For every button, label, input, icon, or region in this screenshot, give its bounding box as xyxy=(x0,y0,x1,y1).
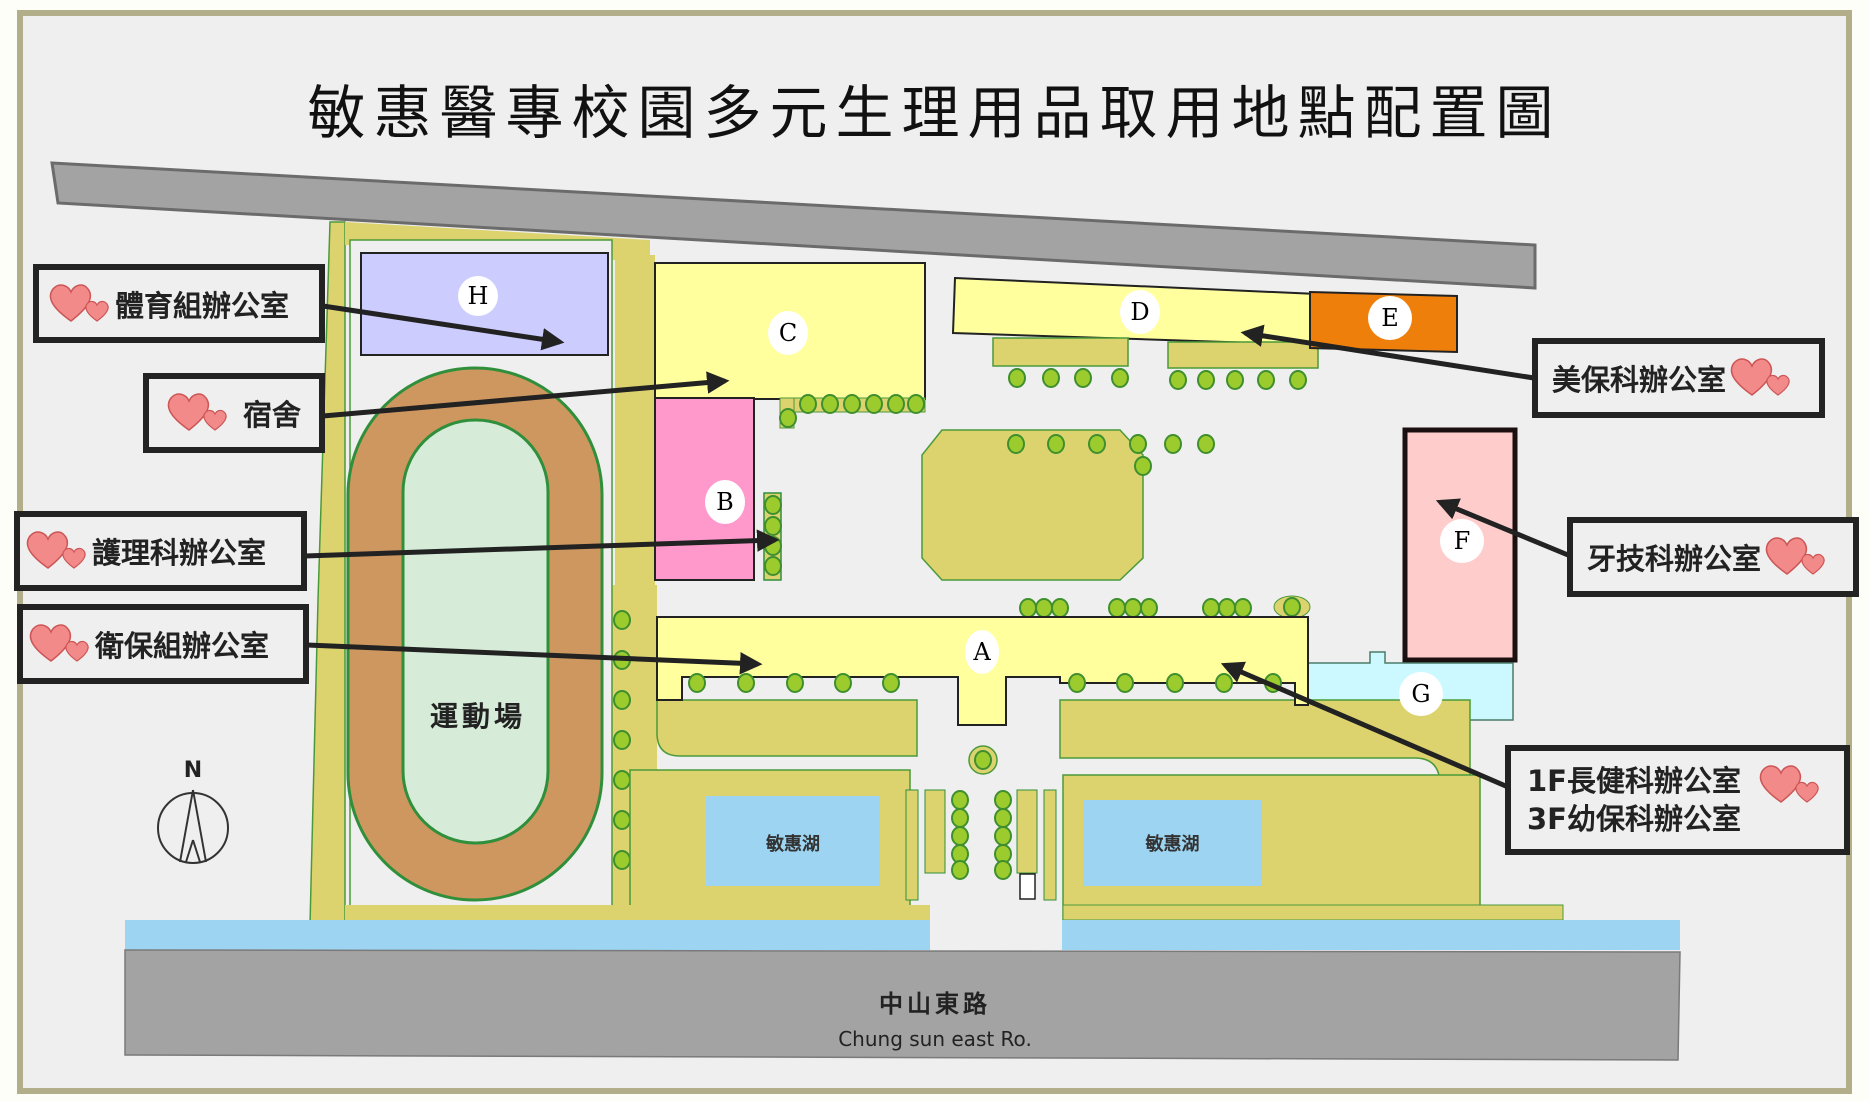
top-road xyxy=(50,161,1537,290)
label-nursing-text: 護理科辦公室 xyxy=(92,536,267,570)
label-beauty-text: 美保科辦公室 xyxy=(1552,363,1727,397)
compass-icon xyxy=(157,789,229,864)
hearts-icon xyxy=(45,279,115,329)
pointer-arrows xyxy=(304,303,1569,790)
hearts-icon xyxy=(1726,353,1796,403)
lake-west xyxy=(706,796,880,886)
central-lawn xyxy=(921,429,1144,581)
ground-strip-c-left xyxy=(615,255,655,585)
label-elder-childcare-office: 1F長健科辦公室 3F幼保科辦公室 xyxy=(1505,745,1850,855)
label-beauty-office: 美保科辦公室 xyxy=(1532,338,1825,418)
label-health-office: 衛保組辦公室 xyxy=(17,604,309,684)
label-dental-text: 牙技科辦公室 xyxy=(1587,542,1762,576)
building-E xyxy=(1309,290,1458,354)
arrow-pe-to-H xyxy=(322,303,565,351)
hearts-icon xyxy=(25,619,95,669)
bottom-road xyxy=(124,949,1681,1061)
canal-west xyxy=(125,920,930,950)
arrow-dorm-to-C xyxy=(322,371,730,419)
arrow-dental-to-F xyxy=(1435,498,1569,558)
label-dental-office: 牙技科辦公室 xyxy=(1567,517,1859,597)
label-pe-office: 體育組辦公室 xyxy=(33,264,325,343)
building-C xyxy=(654,262,926,400)
hearts-icon xyxy=(1755,760,1825,810)
gate-booth xyxy=(1019,873,1036,900)
hearts-icon xyxy=(22,526,92,576)
arrow-nursing-to-B xyxy=(304,529,780,559)
page-title: 敏惠醫專校園多元生理用品取用地點配置圖 xyxy=(307,79,1562,147)
label-health-text: 衛保組辦公室 xyxy=(95,629,270,663)
arrow-elder-to-A xyxy=(1220,661,1509,790)
arrow-beauty-to-D xyxy=(1240,324,1535,381)
label-childcare-text: 3F幼保科辦公室 xyxy=(1527,802,1741,836)
label-pe-text: 體育組辦公室 xyxy=(115,288,290,323)
hearts-icon xyxy=(1761,532,1831,582)
label-dorm: 宿舍 xyxy=(143,373,325,453)
label-nursing-office: 護理科辦公室 xyxy=(14,511,307,591)
arrow-health-to-A xyxy=(306,642,763,675)
building-H xyxy=(360,252,609,356)
lawn-southwest xyxy=(656,699,918,757)
label-elder-text: 1F長健科辦公室 xyxy=(1527,764,1741,798)
building-F xyxy=(1402,427,1518,663)
lake-east xyxy=(1083,800,1262,886)
track-field xyxy=(401,418,550,845)
hearts-icon xyxy=(163,388,233,438)
building-B xyxy=(654,397,755,581)
canal-east xyxy=(1062,920,1680,950)
label-dorm-text: 宿舍 xyxy=(243,398,302,432)
